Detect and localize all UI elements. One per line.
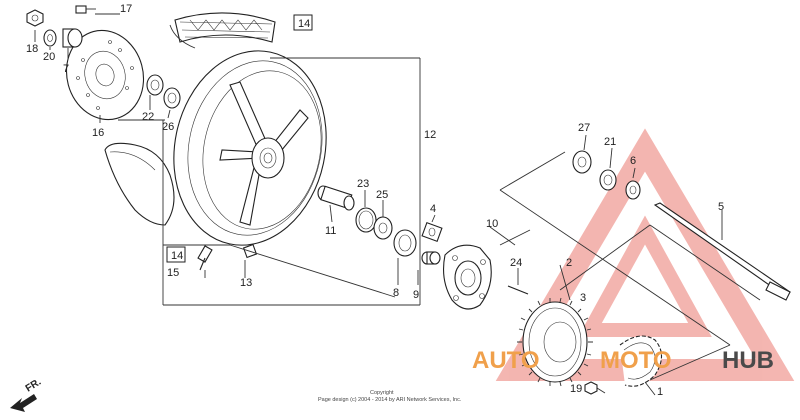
part-number-labels: 17 18 20 7 16 22 26 12 23 25 11 4 10 9 8… <box>26 3 724 398</box>
bearing-26 <box>163 87 181 109</box>
direction-label: FR. <box>24 377 44 395</box>
tire <box>169 12 276 49</box>
part-label-22: 22 <box>142 111 154 123</box>
part-label-6: 6 <box>630 155 636 167</box>
part-label-1: 1 <box>657 386 663 398</box>
part-label-5: 5 <box>718 201 724 213</box>
part-label-9: 9 <box>413 289 419 301</box>
collar-7 <box>62 28 83 48</box>
stud-24 <box>507 285 529 295</box>
part-label-4: 4 <box>430 203 436 215</box>
washer-20 <box>43 29 57 47</box>
nut-19 <box>584 381 598 395</box>
part-label-26: 26 <box>162 121 174 133</box>
part-label-7: 7 <box>63 63 69 75</box>
bearing-22 <box>146 74 164 96</box>
part-label-24: 24 <box>510 257 522 269</box>
part-label-14-top: 14 <box>298 18 310 30</box>
part-label-16: 16 <box>92 127 104 139</box>
part-label-27: 27 <box>578 122 590 134</box>
part-label-23: 23 <box>357 178 369 190</box>
part-label-13: 13 <box>240 277 252 289</box>
bolt-17 <box>75 5 96 14</box>
sleeve-11 <box>317 185 355 211</box>
bearing-25 <box>373 216 393 240</box>
part-label-14-bottom: 14 <box>171 250 183 262</box>
part-label-8: 8 <box>393 287 399 299</box>
part-label-15: 15 <box>167 267 179 279</box>
seal-8 <box>393 229 417 257</box>
damper-4 <box>421 221 443 243</box>
copyright-line-1: Copyright <box>370 390 394 396</box>
part-label-10: 10 <box>486 218 498 230</box>
part-label-20: 20 <box>43 51 55 63</box>
oring-23 <box>355 207 377 233</box>
part-14-box-bottom <box>166 246 186 263</box>
brake-disc <box>65 29 145 121</box>
collar-6 <box>625 180 641 200</box>
axle-5 <box>653 202 791 301</box>
part-label-17: 17 <box>120 3 132 15</box>
copyright-line-2: Page design (c) 2004 - 2014 by ARI Netwo… <box>318 397 462 403</box>
bearing-27 <box>572 150 592 174</box>
svg-text:HUB: HUB <box>722 347 774 374</box>
drive-chain <box>619 335 663 387</box>
front-direction-arrow: FR. <box>10 377 43 412</box>
sprocket-flange-10 <box>443 244 492 310</box>
part-label-25: 25 <box>376 189 388 201</box>
part-label-2: 2 <box>566 257 572 269</box>
wheel-rim <box>173 50 327 246</box>
part-label-12: 12 <box>424 129 436 141</box>
collar-9 <box>421 251 441 265</box>
part-label-21: 21 <box>604 136 616 148</box>
driven-sprocket <box>517 297 593 387</box>
svg-text:AUTO: AUTO <box>472 347 540 374</box>
part-label-19: 19 <box>570 383 582 395</box>
part-14-box-top <box>293 14 313 31</box>
part-label-3: 3 <box>580 292 586 304</box>
seal-21 <box>599 169 617 191</box>
leader-lines <box>34 13 761 396</box>
part-label-18: 18 <box>26 43 38 55</box>
part-label-11: 11 <box>325 225 336 237</box>
bolt-15 <box>197 245 213 271</box>
nut-18 <box>26 9 44 27</box>
fender <box>104 142 175 226</box>
svg-text:MOTO: MOTO <box>600 347 672 374</box>
watermark-wordmark: AUTO MOTO HUB <box>472 347 774 374</box>
